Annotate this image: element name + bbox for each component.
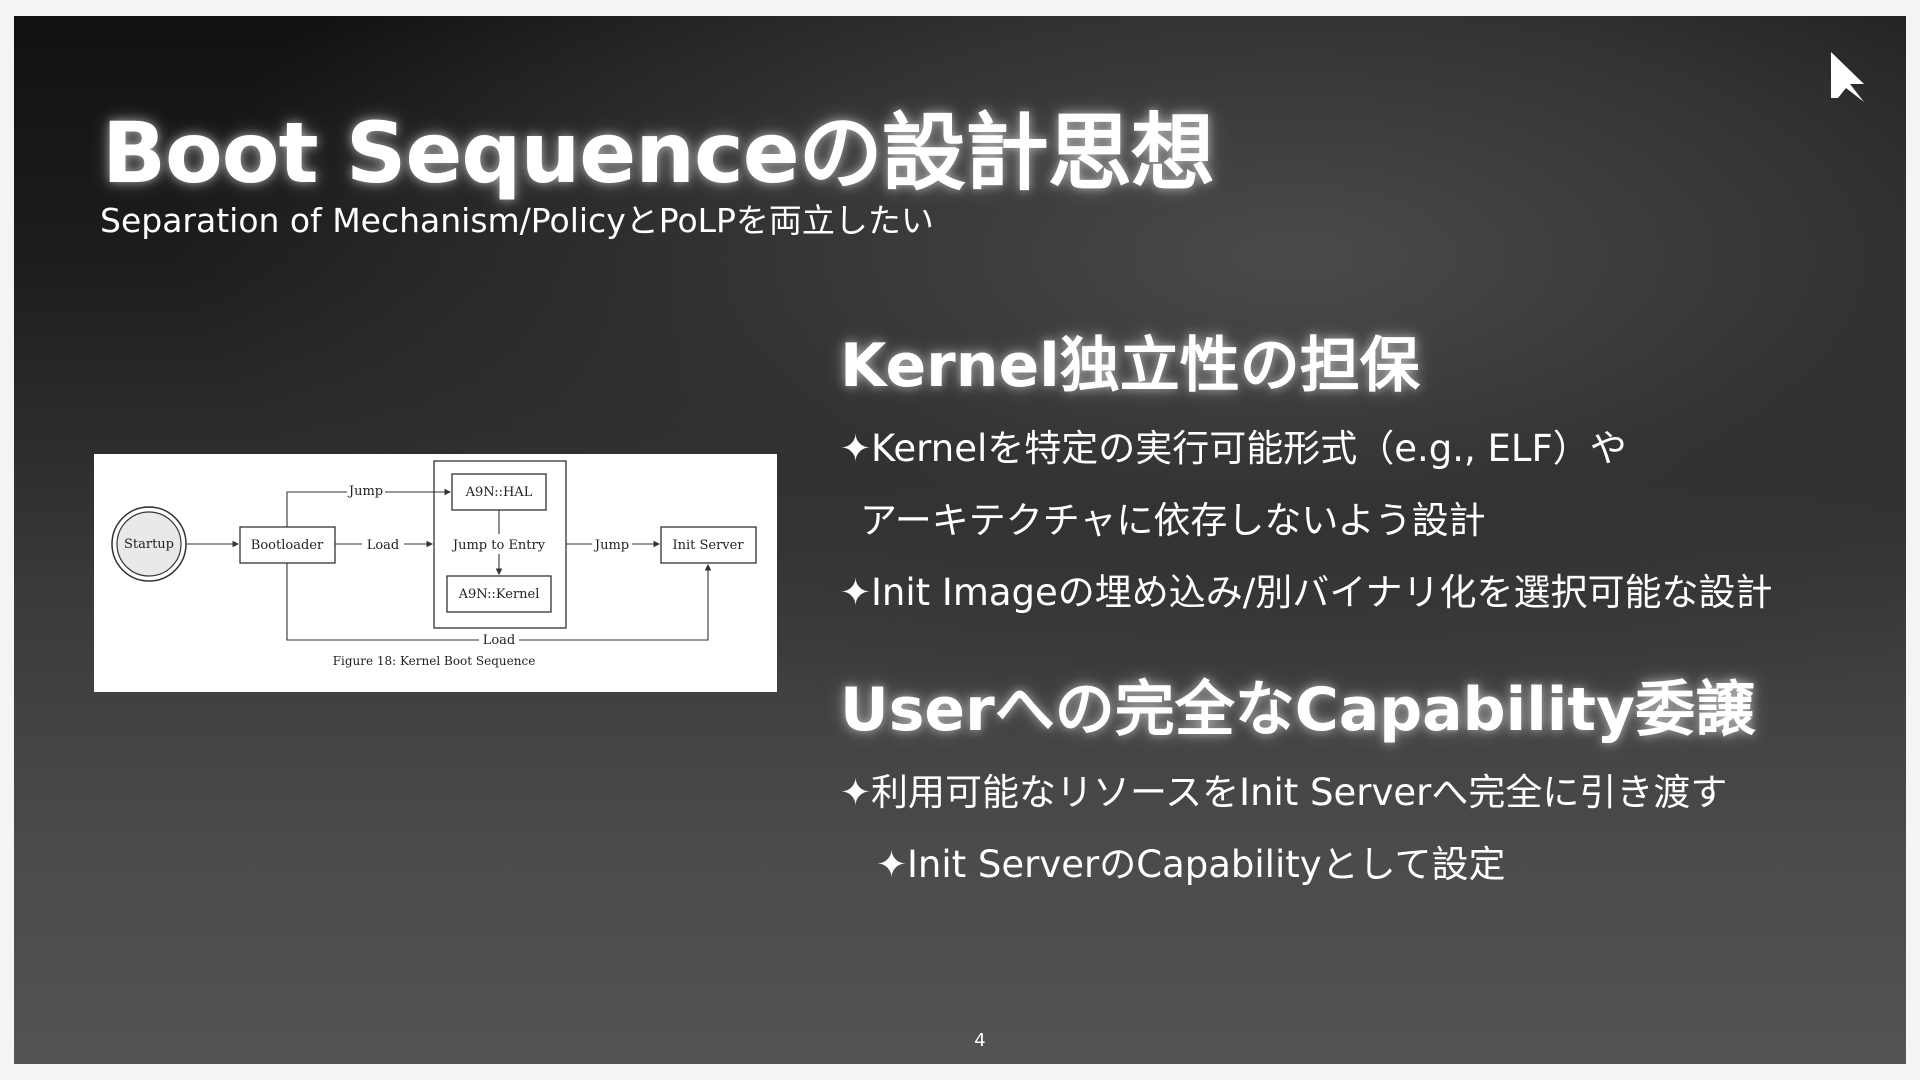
section-heading-kernel-independence: Kernel独立性の担保 [840,331,1420,401]
bullet-kernel-format: ✦Kernelを特定の実行可能形式（e.g., ELF）や [840,427,1627,470]
init-server-node [660,526,757,564]
slide-subtitle: Separation of Mechanism/PolicyとPoLPを両立した… [100,201,934,240]
page-number: 4 [974,1030,986,1051]
figure-caption: Figure 18: Kernel Boot Sequence [333,654,536,668]
slide-title: Boot Sequenceの設計思想 [102,104,1215,202]
kernel-node [446,575,552,613]
edge-load-mid-label: Load [367,538,400,553]
kernel-label: A9N::Kernel [458,587,540,602]
edge-jump-top [286,488,452,527]
edge-jump-right-label: Jump [593,538,629,553]
section-heading-capability-delegation: Userへの完全なCapability委譲 [840,675,1756,745]
startup-label: Startup [124,537,174,552]
startup-node [116,511,182,577]
boot-sequence-figure: Startup Bootloader A9N::HAL Jump to Entr… [94,454,777,692]
edge-load-bottom-label: Load [483,633,516,648]
bullet-resource-handoff: ✦利用可能なリソースをInit Serverへ完全に引き渡す [840,771,1728,814]
bootloader-label: Bootloader [251,538,324,553]
hal-node [451,473,547,511]
slide: Boot Sequenceの設計思想 Separation of Mechani… [14,16,1906,1064]
play-arrow-logo-icon [1831,52,1864,102]
bullet-init-server-capability: ✦Init ServerのCapabilityとして設定 [876,843,1506,886]
bullet-init-image: ✦Init Imageの埋め込み/別バイナリ化を選択可能な設計 [840,571,1773,614]
hal-label: A9N::HAL [465,485,533,500]
bullet-architecture: アーキテクチャに依存しないよう設計 [860,499,1486,542]
init-server-label: Init Server [672,538,744,553]
edge-jump-top-label: Jump [347,484,383,499]
jump-to-entry-label: Jump to Entry [451,538,546,553]
bootloader-node [239,526,336,564]
